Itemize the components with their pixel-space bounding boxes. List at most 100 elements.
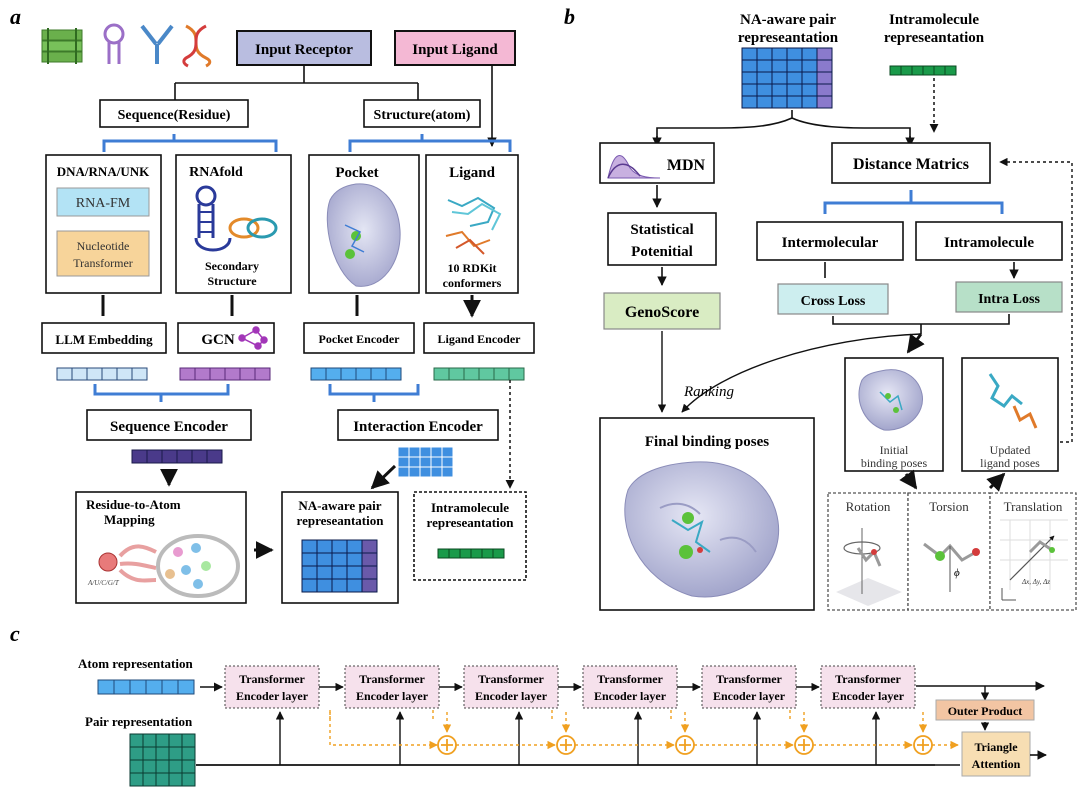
na-a-grid-cell <box>331 552 348 567</box>
pair-c-grid-cell <box>155 759 170 774</box>
structure-label: Structure <box>207 274 257 288</box>
secondary-structure-icon <box>194 185 232 252</box>
intra-a-vector-cell <box>481 548 494 559</box>
triangle-label: Triangle <box>974 740 1018 754</box>
transformer-layer-5 <box>701 665 797 709</box>
atom-c-vector-cell <box>129 679 147 695</box>
loss-down-arrows <box>824 262 1014 278</box>
intra-loss-box <box>955 281 1063 313</box>
na-a-grid-cell <box>316 565 333 580</box>
na-b-grid-cell <box>756 95 773 109</box>
inter-grid-cell <box>430 466 443 478</box>
na-b-grid-cell <box>801 95 818 109</box>
intra-label-1: Intramolecule <box>431 500 509 515</box>
ligand-encoder-label: Ligand Encoder <box>437 332 521 346</box>
intra-b-vector-cell <box>911 65 924 76</box>
cross-loss-box <box>777 283 889 315</box>
inter-grid-cell <box>430 456 443 468</box>
transformer-layer-label-2: Encoder layer <box>356 689 429 703</box>
updated-pose-image <box>988 373 1038 429</box>
transformer-layer-2 <box>344 665 440 709</box>
initial-label-1: Initial <box>880 443 909 457</box>
atom-c-vector-cell <box>161 679 179 695</box>
llm-embedding-box <box>41 322 167 354</box>
transformer-layer-label-1: Transformer <box>359 672 425 686</box>
gcn-vector-cell <box>179 367 196 381</box>
panel-a-letter: a <box>10 4 21 29</box>
na-b-grid-cell <box>771 95 788 109</box>
pocket-embedding-vector <box>310 367 402 381</box>
knot-icon <box>228 217 278 239</box>
rnafold-label: RNAfold <box>189 165 243 180</box>
pair-c-grid-cell <box>142 772 157 787</box>
inter-grid-cell <box>441 466 454 478</box>
seq-vector-cell <box>131 449 148 464</box>
na-b-grid-cell <box>756 59 773 73</box>
structure-atom-box <box>363 99 481 128</box>
gcn-label: GCN <box>201 332 235 348</box>
structure-bracket <box>348 134 512 152</box>
translation-illustration <box>1000 519 1068 601</box>
pair-c-grid-cell <box>129 759 144 774</box>
llm-vector-cell <box>131 367 148 381</box>
na-a-grid-cell <box>301 539 318 554</box>
transformer-layer-label-1: Transformer <box>716 672 782 686</box>
na-a-grid-cell <box>316 578 333 593</box>
mapping-label-1: Residue-to-Atom <box>86 497 181 512</box>
ranking-label: Ranking <box>683 384 734 400</box>
seq-vector-cell <box>176 449 193 464</box>
gcn-embedding-vector <box>179 367 271 381</box>
intramolecule-vector <box>437 548 505 559</box>
acgt-label: A/U/C/G/T <box>87 579 120 587</box>
pair-c-grid-cell <box>168 733 183 748</box>
intra-a-vector-cell <box>470 548 483 559</box>
intra-a-vector-cell <box>448 548 461 559</box>
input-receptor-box <box>236 30 372 66</box>
na-b-grid-cell <box>816 83 833 97</box>
na-a-grid-cell <box>331 578 348 593</box>
conformers-image <box>445 196 502 255</box>
gcn-vector-cell <box>209 367 226 381</box>
panel-b-letter: b <box>564 4 575 29</box>
intra-loss-label: Intra Loss <box>978 292 1040 307</box>
transformer-label: Transformer <box>73 256 133 270</box>
input-receptor-label: Input Receptor <box>255 42 353 58</box>
b-intra-1: Intramolecule <box>889 12 979 28</box>
llm-embedding-vector <box>56 367 148 381</box>
na-a-grid-cell <box>331 565 348 580</box>
pair-c-grid-cell <box>181 759 196 774</box>
na-pair-label-1: NA-aware pair <box>298 498 381 513</box>
atom-c-vector-cell <box>177 679 195 695</box>
inter-grid-cell <box>441 446 454 458</box>
b-na-pair-1: NA-aware pair <box>740 12 836 28</box>
inter-grid-cell <box>419 456 432 468</box>
mapping-illustration <box>98 534 240 598</box>
intra-b-vector-cell <box>944 65 957 76</box>
graph-icon <box>238 326 268 350</box>
rna-hairpin-icon <box>103 23 125 64</box>
ligand-vector-cell <box>463 367 480 381</box>
cross-loss-label: Cross Loss <box>801 294 866 309</box>
transformer-layer-label-2: Encoder layer <box>236 689 309 703</box>
gcn-vector-cell <box>224 367 241 381</box>
final-pose-surface-image <box>624 461 780 598</box>
pair-c-grid-cell <box>129 772 144 787</box>
na-b-grid-cell <box>786 83 803 97</box>
na-a-grid-cell <box>361 539 378 554</box>
intra-box <box>413 491 527 581</box>
intra-a-vector-cell <box>492 548 505 559</box>
na-b-grid-cell <box>816 71 833 85</box>
dna-block-icon <box>41 28 83 64</box>
atom-rep-label: Atom representation <box>78 656 193 671</box>
na-b-grid-cell <box>816 47 833 61</box>
na-b-grid-cell <box>786 71 803 85</box>
na-a-grid-cell <box>316 552 333 567</box>
gcn-vector-cell <box>254 367 271 381</box>
inter-grid-cell <box>441 456 454 468</box>
ligand-vector-cell <box>478 367 495 381</box>
to-final-curve <box>681 333 922 413</box>
stat-box <box>607 212 717 266</box>
ligand-embedding-vector <box>433 367 525 381</box>
updated-poses-box <box>961 357 1059 472</box>
